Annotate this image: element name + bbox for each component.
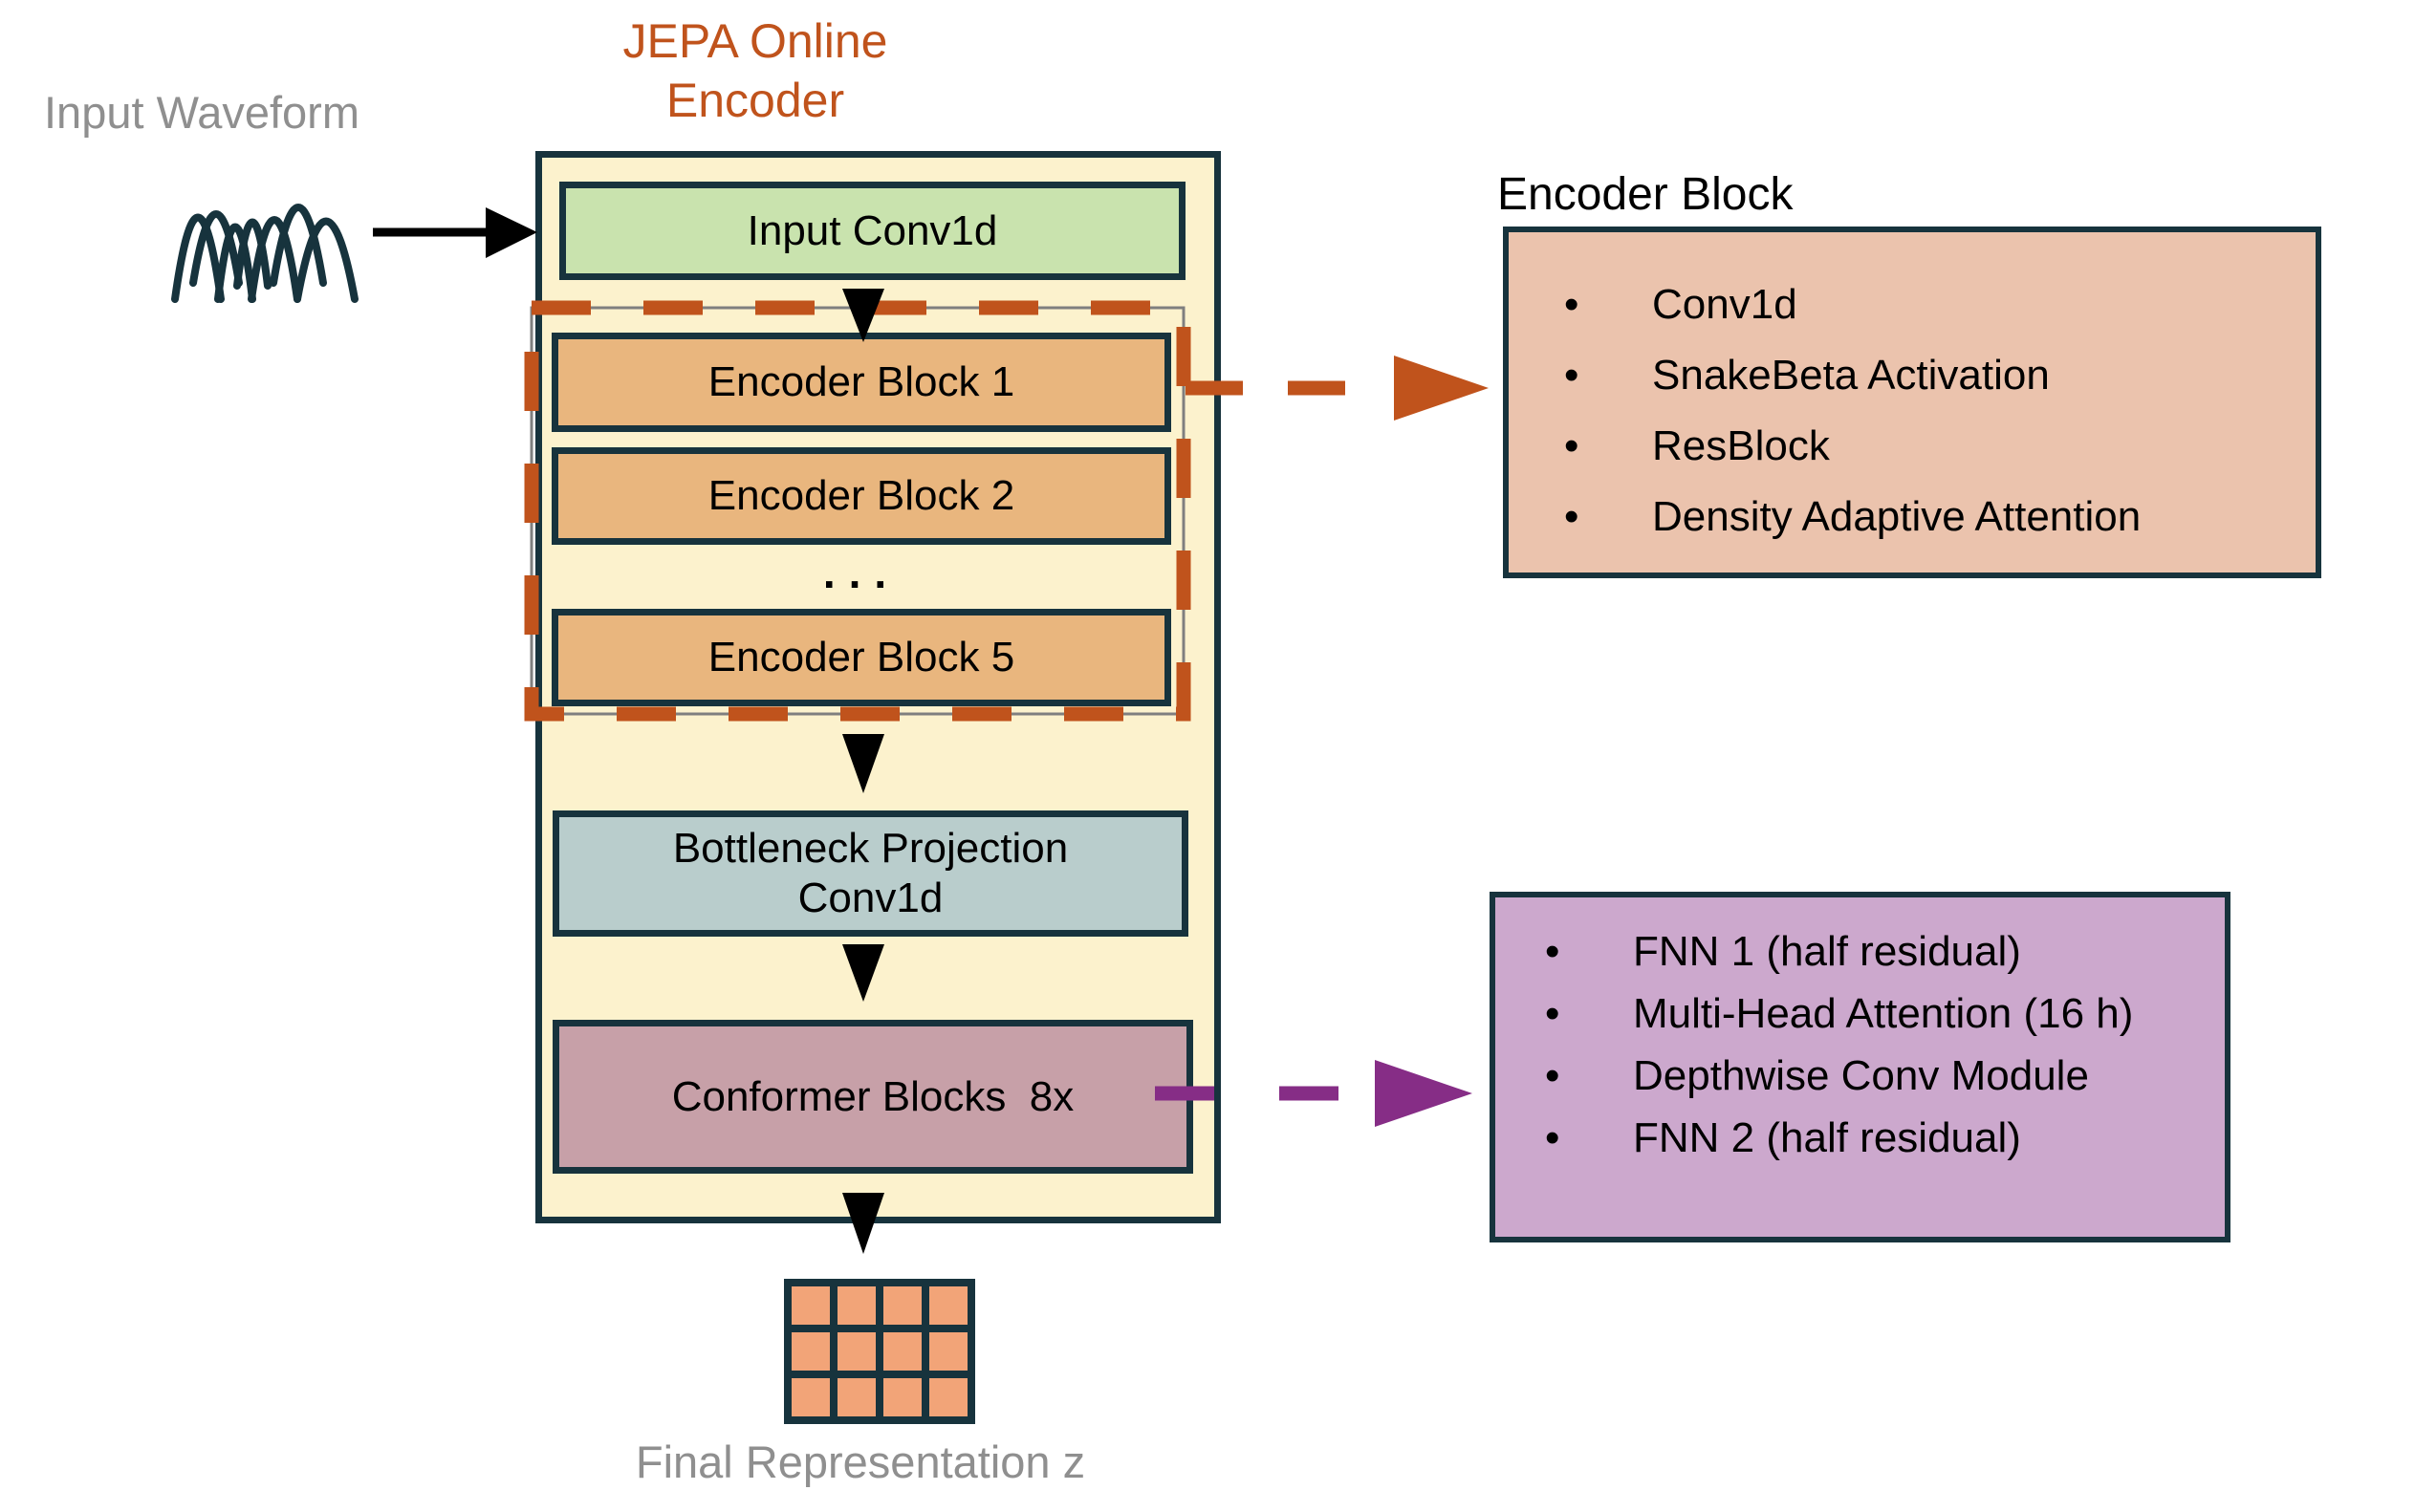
grid-cell — [838, 1332, 876, 1371]
bottleneck-label-line1: Bottleneck Projection — [672, 825, 1069, 872]
list-item: Multi-Head Attention (16 h) — [1545, 983, 2207, 1045]
grid-cell — [838, 1286, 876, 1325]
list-item: FNN 1 (half residual) — [1545, 920, 2207, 983]
grid-cell — [883, 1332, 922, 1371]
encoder-block-2: Encoder Block 2 — [552, 447, 1171, 545]
conformer-detail-box: FNN 1 (half residual) Multi-Head Attenti… — [1490, 892, 2230, 1242]
grid-cell — [792, 1332, 830, 1371]
input-conv1d-label: Input Conv1d — [747, 206, 998, 254]
list-item: Depthwise Conv Module — [1545, 1045, 2207, 1107]
encoder-block-detail-title: Encoder Block — [1497, 169, 1794, 220]
bottleneck-projection-block: Bottleneck Projection Conv1d — [553, 810, 1188, 937]
diagram-title-line1: JEPA Online — [622, 14, 888, 68]
list-item: FNN 2 (half residual) — [1545, 1107, 2207, 1169]
waveform-icon — [171, 204, 359, 303]
encoder-block-5-label: Encoder Block 5 — [707, 634, 1015, 681]
diagram-title-line2: Encoder — [665, 74, 845, 127]
conformer-blocks-block: Conformer Blocks 8x — [553, 1020, 1193, 1174]
list-item: Density Adaptive Attention — [1564, 482, 2316, 552]
input-waveform-label: Input Waveform — [44, 87, 359, 138]
encoder-detail-callout-arrow — [1186, 356, 1489, 421]
encoder-block-5: Encoder Block 5 — [552, 609, 1171, 706]
diagram-title: JEPA Online Encoder — [468, 11, 1042, 130]
encoder-block-detail-list: Conv1d SnakeBeta Activation ResBlock Den… — [1564, 270, 2316, 552]
final-representation-label: Final Representation z — [635, 1436, 1086, 1487]
bottleneck-label-line2: Conv1d — [797, 875, 944, 921]
grid-cell — [883, 1286, 922, 1325]
encoder-block-1: Encoder Block 1 — [552, 333, 1171, 432]
conformer-blocks-label: Conformer Blocks 8x — [671, 1072, 1075, 1120]
final-representation-grid — [784, 1279, 975, 1424]
encoder-block-2-label: Encoder Block 2 — [707, 472, 1015, 520]
input-conv1d-block: Input Conv1d — [559, 182, 1186, 280]
grid-cell — [792, 1378, 830, 1416]
grid-cell — [929, 1378, 968, 1416]
grid-cell — [929, 1332, 968, 1371]
list-item: SnakeBeta Activation — [1564, 340, 2316, 411]
input-arrow — [373, 207, 537, 258]
encoder-blocks-ellipsis: ... — [822, 548, 901, 597]
grid-cell — [838, 1378, 876, 1416]
grid-cell — [929, 1286, 968, 1325]
encoder-block-detail-box: Conv1d SnakeBeta Activation ResBlock Den… — [1503, 227, 2321, 578]
list-item: Conv1d — [1564, 270, 2316, 340]
grid-cell — [883, 1378, 922, 1416]
list-item: ResBlock — [1564, 411, 2316, 482]
grid-cell — [792, 1286, 830, 1325]
conformer-detail-list: FNN 1 (half residual) Multi-Head Attenti… — [1545, 920, 2225, 1169]
encoder-block-1-label: Encoder Block 1 — [707, 358, 1015, 406]
